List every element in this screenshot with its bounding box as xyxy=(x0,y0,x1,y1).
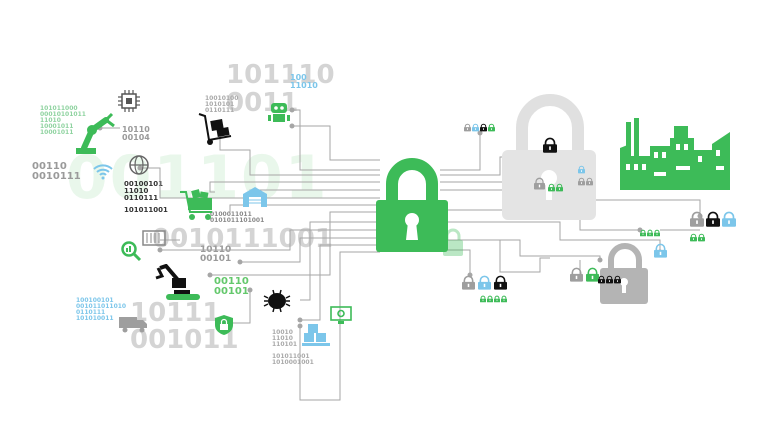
padlock-icon xyxy=(640,229,646,237)
pallet-boxes-icon xyxy=(302,324,330,346)
factory-icon xyxy=(620,118,730,190)
padlock-icon xyxy=(487,295,493,303)
padlock-icon xyxy=(494,295,500,303)
padlock-icon xyxy=(488,123,495,132)
excavator-icon xyxy=(155,264,200,300)
padlock-icon xyxy=(480,295,486,303)
padlock-icon xyxy=(598,275,605,284)
padlock-icon xyxy=(654,243,667,258)
binary-text-bottom-center: 10010 11010 110101 xyxy=(272,329,298,348)
padlock-icon xyxy=(570,267,583,282)
monitor-gear-icon xyxy=(330,306,352,324)
padlock-icon xyxy=(698,233,705,242)
warehouse-icon xyxy=(243,187,267,207)
padlock-icon xyxy=(690,211,704,227)
padlock-icon xyxy=(548,183,555,192)
padlock-icon xyxy=(578,177,585,186)
padlock-icon xyxy=(690,233,697,242)
robot-icon xyxy=(268,103,290,122)
search-icon xyxy=(121,241,142,262)
binary-text-top: 101110 xyxy=(226,60,335,90)
cpu-chip-icon xyxy=(118,90,140,112)
binary-text-top-blue: 100 11010 xyxy=(290,73,318,90)
binary-text-bottom-left-blue: 100100101 001011011010 0110111 101010011 xyxy=(76,297,127,322)
hand-truck-icon xyxy=(198,113,232,145)
padlock-icon xyxy=(376,158,448,252)
padlock-icon xyxy=(534,177,545,190)
padlock-icon xyxy=(647,229,653,237)
binary-text-left-black: 00100101 11010 0110111 xyxy=(124,180,163,202)
padlock-icon xyxy=(706,211,720,227)
padlock-icon xyxy=(462,275,475,290)
padlock-icon xyxy=(654,229,660,237)
chip-icon xyxy=(263,289,291,313)
padlock-icon xyxy=(480,123,487,132)
padlock-icon xyxy=(586,177,593,186)
padlock-icon xyxy=(586,267,599,282)
padlock-icon xyxy=(501,295,507,303)
padlock-icon xyxy=(722,211,736,227)
binary-text-center-small: 10010100 1010101 0110111 xyxy=(205,95,239,114)
binary-text-bottom-center-2: 101011001 1010001001 xyxy=(272,353,314,366)
padlock-icon xyxy=(443,228,463,256)
wifi-icon xyxy=(93,164,113,180)
binary-text-left-cluster: 101011000 00010101011 11010 10001011 100… xyxy=(40,105,86,136)
padlock-icon xyxy=(556,183,563,192)
padlock-icon xyxy=(494,275,507,290)
shipping-container-icon xyxy=(142,230,166,246)
padlock-icon xyxy=(543,137,557,153)
padlock-icon xyxy=(606,275,613,284)
padlock-icon xyxy=(478,275,491,290)
binary-text-bottom: 10111 001011 xyxy=(130,298,239,356)
delivery-truck-icon xyxy=(119,317,147,333)
shield-lock-icon xyxy=(215,315,233,335)
binary-text-green: 00110 00101 xyxy=(214,276,249,297)
padlock-icon xyxy=(614,275,621,284)
globe-icon xyxy=(129,155,149,175)
padlock-icon xyxy=(578,165,585,174)
binary-text-left-small: 10110 00104 xyxy=(122,125,150,142)
padlock-icon xyxy=(464,123,471,132)
binary-text-left-black-2: 101011001 xyxy=(124,206,168,214)
padlock-icon xyxy=(502,94,596,220)
binary-text-center-mid: 0100011011 0101011101001 xyxy=(210,211,265,224)
binary-text-left-gray: 00110 0010111 xyxy=(32,161,81,182)
padlock-icon xyxy=(600,243,648,304)
robot-arm-icon xyxy=(76,112,115,154)
shopping-cart-icon xyxy=(180,189,212,220)
padlock-icon xyxy=(472,123,479,132)
